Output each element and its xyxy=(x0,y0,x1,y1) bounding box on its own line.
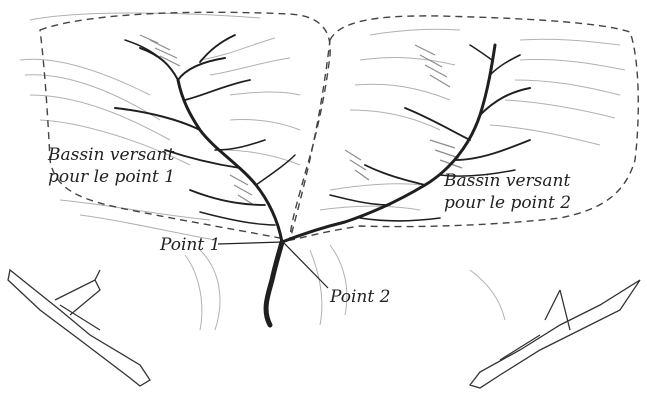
basin-1-label-line1: Bassin versant xyxy=(47,145,174,165)
basin-2-label-line1: Bassin versant xyxy=(443,171,570,191)
basin-1-label-line2: pour le point 1 xyxy=(48,167,175,187)
left-tool-sketch xyxy=(8,270,150,386)
point-2-label: Point 2 xyxy=(329,287,390,307)
basin-2-label-line2: pour le point 2 xyxy=(444,193,571,213)
point-1-label: Point 1 xyxy=(159,235,220,255)
point-1-leader xyxy=(218,242,283,244)
point-2-leader xyxy=(283,242,328,288)
